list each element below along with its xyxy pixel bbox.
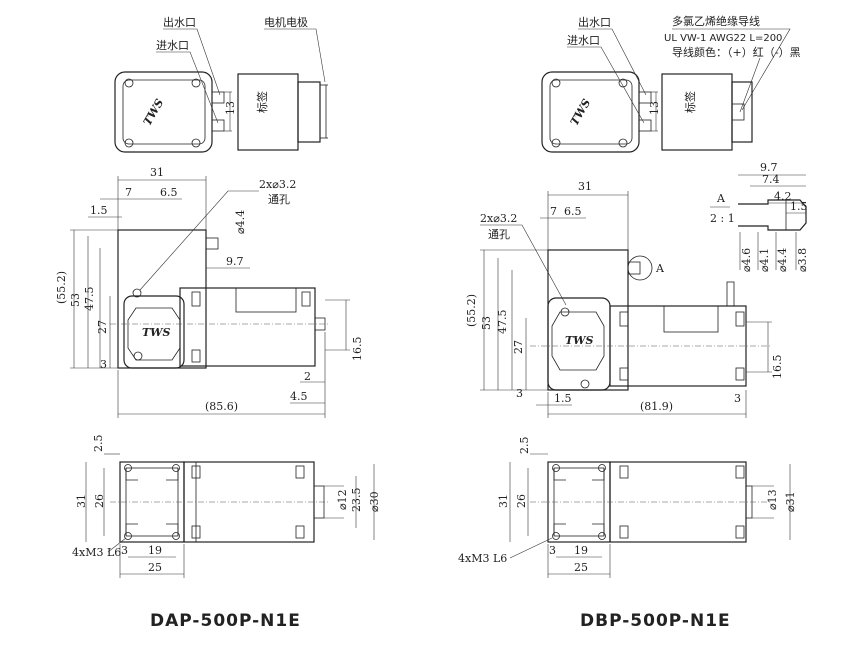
left-dim-1-5: 1.5	[90, 204, 108, 217]
detail-dim-7-4: 7.4	[762, 173, 780, 186]
left-dim-55-2: (55.2)	[55, 271, 68, 304]
left-dim-85-6: (85.6)	[205, 400, 238, 413]
right-dim-47-5: 47.5	[496, 310, 509, 335]
right-wire-spec: UL VW-1 AWG22 L=200	[664, 33, 782, 44]
left-electrode-label: 电机电极	[264, 15, 308, 29]
right-label-sticker: 标签	[683, 91, 697, 113]
left-bot-dim-31: 31	[75, 494, 88, 508]
left-bot-dim-26: 26	[93, 494, 106, 508]
right-bot-dim-d13: ⌀13	[766, 489, 779, 510]
left-label-sticker: 标签	[255, 91, 269, 113]
left-dim-3: 3	[100, 358, 107, 371]
right-bot-dim-3: 3	[549, 544, 556, 557]
left-dim-31: 31	[150, 166, 164, 179]
right-bot-dim-26: 26	[515, 494, 528, 508]
right-bot-dim-19: 19	[574, 544, 588, 557]
detail-dim-1-5: 1.5	[790, 200, 808, 213]
right-front-view: TWS A 31 7 6.5 2x⌀3.2 通孔 (55.2)	[465, 180, 784, 418]
right-dim-3-end: 3	[734, 392, 741, 405]
right-screw-spec: 4xM3 L6	[458, 552, 507, 565]
right-dim-1-5: 1.5	[554, 392, 572, 405]
right-dim-31: 31	[578, 180, 592, 193]
right-dim-55-2: (55.2)	[465, 294, 478, 327]
right-dim-3: 3	[516, 387, 523, 400]
right-hole-count: 2x⌀3.2	[480, 212, 517, 225]
detail-dim-d4-6: ⌀4.6	[740, 248, 753, 272]
left-dim-16-5: 16.5	[351, 337, 364, 362]
detail-a-label: A	[716, 192, 726, 205]
right-detail-ref: A	[655, 262, 665, 275]
right-dim-16-5: 16.5	[771, 355, 784, 380]
left-inlet-label: 进水口	[156, 39, 189, 52]
left-dim-27: 27	[96, 320, 109, 334]
left-model-name: DAP-500P-N1E	[150, 611, 301, 631]
right-outlet-label: 出水口	[578, 15, 611, 29]
left-dim-53: 53	[69, 293, 82, 307]
detail-a-scale: 2 : 1	[710, 212, 735, 225]
right-bot-dim-25: 25	[574, 561, 588, 574]
left-hole-count: 2x⌀3.2	[259, 178, 296, 191]
right-inlet-label: 进水口	[567, 34, 600, 47]
right-wire-color: 导线颜色：（+）红（-）黑	[672, 45, 801, 59]
left-dim-9-7: 9.7	[226, 255, 244, 268]
left-dim-47-5: 47.5	[83, 287, 96, 312]
left-top-view: TWS 标签 13 出水口 进水口 电机电极	[114, 15, 328, 153]
right-bot-dim-d31: ⌀31	[784, 491, 797, 512]
detail-dim-d4-4: ⌀4.4	[776, 248, 789, 272]
left-dim-4-5: 4.5	[290, 390, 308, 403]
right-bot-dim-2-5: 2.5	[518, 437, 531, 455]
detail-dim-9-7: 9.7	[760, 161, 778, 174]
right-wire-title: 多氯乙烯绝缘导线	[672, 14, 760, 28]
left-bot-dim-2-5: 2.5	[92, 435, 105, 453]
right-dim-7: 7	[550, 205, 557, 218]
right-dim-81-9: (81.9)	[640, 400, 673, 413]
right-drawing: TWS 标签 13 出水口 进水口 多氯乙烯绝缘导线 UL VW-1 AWG22…	[458, 14, 809, 631]
left-dim-2: 2	[304, 370, 311, 383]
left-dim-6-5: 6.5	[160, 186, 178, 199]
detail-dim-d4-1: ⌀4.1	[758, 248, 771, 272]
right-through-hole: 通孔	[488, 228, 510, 241]
left-dim-7: 7	[125, 186, 132, 199]
right-bottom-view: 2.5 31 26 ⌀13 ⌀31 4xM3 L6 3 19 25	[458, 437, 797, 578]
left-outlet-label: 出水口	[163, 15, 196, 29]
left-front-logo: TWS	[142, 326, 171, 339]
left-bottom-view: 2.5 31 26 ⌀12 23.5 ⌀30 4xM3 L6 3 19 25	[72, 435, 381, 578]
left-bot-dim-23-5: 23.5	[350, 488, 363, 513]
left-bot-dim-d12: ⌀12	[336, 489, 349, 510]
left-drawing: TWS 标签 13 出水口 进水口 电机电极 TWS	[55, 15, 381, 631]
right-front-logo: TWS	[565, 334, 594, 347]
left-screw-spec: 4xM3 L6	[72, 546, 121, 559]
left-bot-dim-3: 3	[121, 544, 128, 557]
left-dim-d4-4: ⌀4.4	[234, 210, 247, 234]
right-dim-13: 13	[648, 101, 661, 115]
left-bot-dim-25: 25	[148, 561, 162, 574]
detail-dim-4-2: 4.2	[774, 190, 792, 203]
left-through-hole: 通孔	[268, 193, 290, 206]
right-dim-53: 53	[480, 316, 493, 330]
right-top-view: TWS 标签 13 出水口 进水口 多氯乙烯绝缘导线 UL VW-1 AWG22…	[541, 14, 801, 153]
right-model-name: DBP-500P-N1E	[580, 611, 731, 631]
left-bot-dim-19: 19	[148, 544, 162, 557]
right-dim-6-5: 6.5	[564, 205, 582, 218]
left-bot-dim-d30: ⌀30	[368, 491, 381, 512]
right-dim-27: 27	[512, 340, 525, 354]
detail-dim-d3-8: ⌀3.8	[796, 248, 809, 272]
right-top-logo: TWS	[568, 97, 594, 128]
right-bot-dim-31: 31	[497, 494, 510, 508]
left-dim-13: 13	[224, 101, 237, 115]
left-top-logo: TWS	[141, 97, 167, 128]
right-detail-a: A 2 : 1 9.7 7.4 4.2 1.5 ⌀4.6 ⌀4.1 ⌀4.4 ⌀…	[710, 161, 809, 272]
left-front-view: TWS 31 7 6.5 1.5 ⌀4.4 9.7 2x⌀3.2 通孔	[55, 166, 364, 418]
